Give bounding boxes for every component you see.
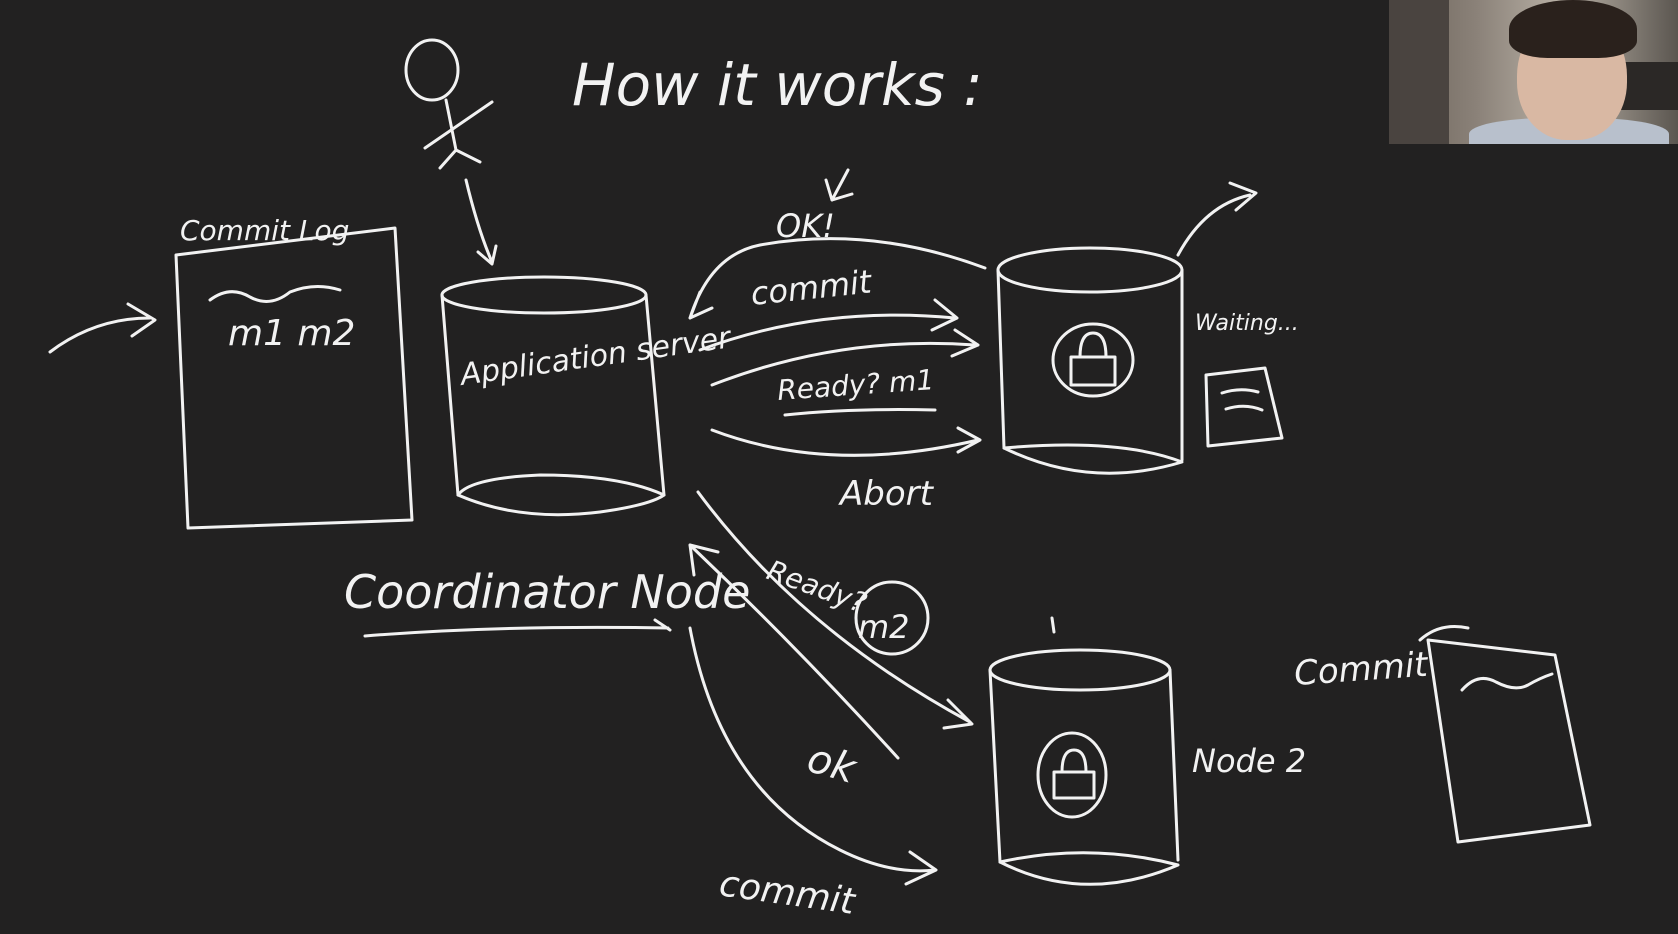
ready-m2-label: Ready?: [763, 554, 871, 620]
commit-top-label: commit: [749, 262, 875, 313]
lock-icon: [1036, 731, 1108, 819]
commit-log-entries: m1 m2: [228, 313, 355, 354]
application-server-label: Application server: [456, 320, 734, 393]
waiting-label: Waiting...: [1195, 311, 1299, 336]
node2-cylinder: Node 2: [988, 616, 1306, 886]
top-messages: OK! commit Ready? m1 Abort: [688, 168, 987, 514]
commit-right-label: Commit: [1293, 645, 1431, 694]
node2-label: Node 2: [1192, 742, 1306, 780]
document-icon: [1204, 366, 1284, 448]
user-stick-figure: [404, 38, 498, 266]
presenter-hair: [1509, 0, 1637, 58]
lock-icon: [1051, 322, 1135, 398]
title: How it works :: [572, 51, 983, 119]
webcam-background-wall: [1389, 0, 1449, 144]
abort-label: Abort: [838, 474, 935, 514]
commit-bottom-label: commit: [717, 863, 859, 923]
coordinator-node-label: Coordinator Node: [344, 565, 750, 619]
ready-m1-label: Ready? m1: [776, 363, 935, 407]
top-node-cylinder: Waiting...: [996, 181, 1299, 475]
node2-commit-log: Commit: [1293, 625, 1592, 844]
presenter-webcam: [1389, 0, 1678, 144]
m2-label: m2: [858, 608, 910, 646]
commit-log-box: Commit Log m1 m2: [48, 214, 414, 530]
ok-bottom-label: ok: [802, 735, 862, 793]
commit-log-label: Commit Log: [180, 214, 349, 247]
bottom-messages: Ready? m2 ok commit: [688, 490, 974, 923]
